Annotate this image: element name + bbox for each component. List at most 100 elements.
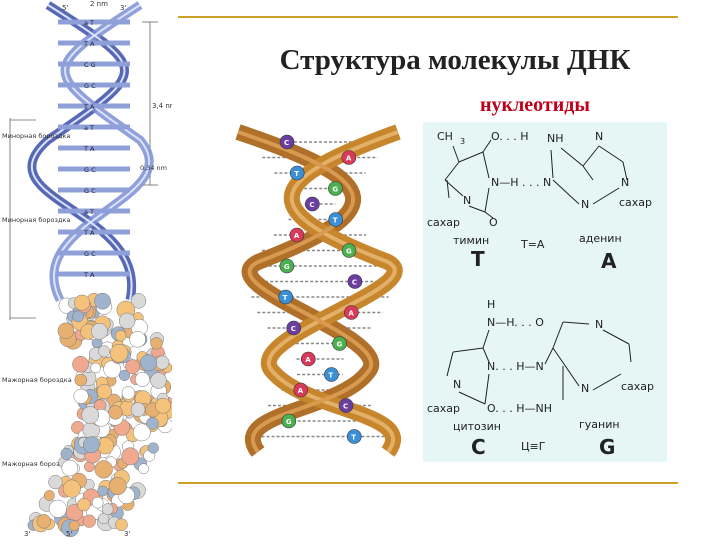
- atom-sphere: [130, 402, 146, 417]
- atom-sphere: [108, 405, 123, 420]
- atom-sphere: [150, 337, 163, 350]
- atom-sphere: [90, 362, 101, 374]
- base-a-marker: [293, 382, 309, 398]
- nucleotide-structures: CH 3 O. . . H NH N N—H . . . N N N N сах…: [423, 122, 667, 462]
- nh-o-label: N—H. . . O: [487, 316, 544, 329]
- left-pair-label: T A: [83, 145, 95, 153]
- base-letter: A: [305, 356, 311, 364]
- atom-sphere: [96, 383, 112, 400]
- base-letter: G: [346, 248, 352, 256]
- n-hbond-bottom: N. . . H—N: [487, 360, 544, 373]
- page-title: Структура молекулы ДНК: [279, 44, 631, 76]
- atom-sphere: [139, 354, 157, 372]
- n-ring-top: N: [581, 198, 589, 211]
- base-letter: C: [352, 279, 357, 287]
- n-ring-bottom: N: [581, 382, 589, 395]
- atom-sphere: [114, 330, 127, 342]
- ch3-label: CH: [437, 130, 453, 143]
- atom-sphere: [62, 479, 81, 498]
- sugar-left-top: сахар: [427, 216, 460, 229]
- left-pair-label: G C: [84, 187, 96, 195]
- atom-sphere: [68, 520, 80, 531]
- atom-sphere: [73, 294, 90, 311]
- left-pair-label: a T: [84, 19, 94, 27]
- base-c-marker: [338, 398, 354, 413]
- atom-sphere: [91, 322, 108, 340]
- left-pair-label: C G: [84, 61, 96, 69]
- atom-sphere: [129, 331, 146, 348]
- atom-sphere: [150, 372, 167, 389]
- base-letter: T: [333, 217, 338, 225]
- page-subtitle: нуклеотиды: [480, 94, 590, 116]
- atom-sphere: [82, 514, 96, 528]
- atom-sphere: [73, 388, 89, 404]
- base-letter: A: [294, 232, 300, 240]
- sugar-right-top: сахар: [619, 196, 652, 209]
- base-c-marker: [305, 196, 320, 212]
- thymine-name: тимин: [453, 234, 489, 247]
- base-g-marker: [328, 181, 343, 196]
- left-strand-b: [49, 1, 154, 303]
- atom-sphere: [43, 490, 55, 501]
- ch3-sub: 3: [460, 137, 465, 146]
- atom-sphere: [60, 447, 73, 460]
- atom-sphere: [108, 477, 127, 495]
- base-t-marker: [324, 367, 339, 382]
- base-letter: G: [337, 341, 343, 349]
- adenine-letter: A: [601, 249, 617, 273]
- n-hbond-top: N—H . . . N: [491, 176, 551, 189]
- atom-sphere: [81, 406, 100, 424]
- cytosine-name: цитозин: [453, 420, 501, 433]
- atom-sphere: [97, 485, 109, 497]
- atom-sphere: [74, 373, 88, 387]
- thymine-letter: T: [471, 247, 485, 271]
- minor-groove-label-1: Минорная бороздка: [2, 132, 70, 140]
- cytosine-letter: C: [471, 435, 486, 459]
- base-a-marker: [289, 227, 305, 243]
- base-c-marker: [286, 320, 302, 336]
- base-letter: G: [286, 418, 292, 426]
- atom-sphere: [118, 312, 136, 330]
- left-pair-label: G C: [84, 250, 96, 258]
- atom-sphere: [130, 293, 147, 309]
- base-t-marker: [328, 212, 344, 227]
- atom-sphere: [118, 369, 131, 381]
- atom-sphere: [147, 442, 159, 454]
- base-a-marker: [300, 351, 316, 367]
- pitch-label: 3,4 nm: [152, 102, 172, 110]
- base-t-marker: [346, 429, 362, 444]
- atom-sphere: [98, 345, 111, 358]
- atom-sphere: [94, 460, 113, 479]
- left-pair-label: G C: [84, 82, 96, 90]
- left-pair-label: T A: [83, 271, 95, 279]
- rise-label: 0,34 nm: [140, 164, 167, 172]
- left-pair-label: a T: [84, 124, 94, 132]
- base-g-marker: [341, 243, 357, 258]
- bottom-rule: [178, 482, 678, 484]
- n-top-label: N: [595, 130, 603, 143]
- atom-sphere: [72, 355, 89, 373]
- o-bottom-top: O: [489, 216, 498, 229]
- base-letter: T: [283, 294, 288, 302]
- base-t-marker: [289, 165, 305, 181]
- left-pair-label: G C: [84, 166, 96, 174]
- atom-sphere: [146, 417, 159, 430]
- base-letter: G: [284, 263, 290, 271]
- left-pair-label: T A: [83, 103, 95, 111]
- base-c-marker: [279, 134, 295, 150]
- major-groove-label-2: Мажорная бороздка: [2, 460, 72, 468]
- minor-groove-label-2: Минорная бороздка: [2, 216, 70, 224]
- atom-sphere: [57, 322, 75, 339]
- guanine-name: гуанин: [579, 418, 620, 431]
- top-label-2nm: 2 nm: [90, 0, 108, 8]
- base-c-marker: [347, 274, 363, 289]
- top-rule: [178, 16, 678, 18]
- base-a-marker: [341, 150, 357, 165]
- nh-label: NH: [547, 132, 564, 145]
- atom-sphere: [155, 355, 170, 370]
- base-letter: A: [298, 387, 304, 395]
- base-letter: C: [291, 325, 296, 333]
- atom-sphere: [155, 397, 171, 414]
